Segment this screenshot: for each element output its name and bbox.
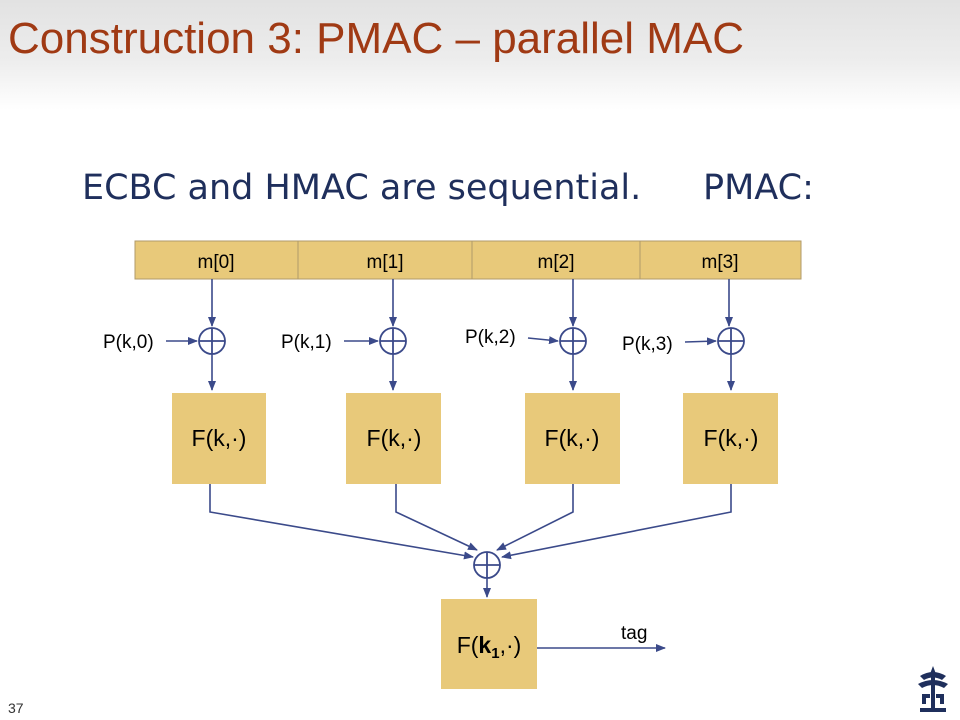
column-1: P(k,1) F(k,·) (281, 279, 441, 484)
message-label-1: m[1] (367, 252, 404, 273)
tag-label: tag (621, 623, 647, 644)
final-prf-box (441, 599, 537, 689)
subtitle-right: PMAC: (703, 168, 814, 208)
final-prf-label: F(k1,·) (457, 632, 522, 662)
slide-title: Construction 3: PMAC – parallel MAC (8, 14, 745, 63)
message-label-3: m[3] (702, 252, 739, 273)
prf-box-3 (683, 393, 778, 484)
message-label-0: m[0] (198, 252, 235, 273)
mask-label-0: P(k,0) (103, 332, 154, 353)
prf-box-0 (172, 393, 266, 484)
message-block-0 (134, 240, 299, 280)
header-band (0, 0, 960, 110)
xor-icon (473, 551, 501, 579)
prf-label-3: F(k,·) (704, 425, 759, 451)
message-row: m[0] m[1] m[2] m[3] (134, 240, 802, 280)
column-0: P(k,0) F(k,·) (103, 279, 266, 484)
combine-lines (209, 484, 732, 560)
message-block-1 (297, 240, 473, 280)
university-logo-icon (918, 666, 948, 712)
prf-label-1: F(k,·) (367, 425, 422, 451)
message-block-3 (639, 240, 802, 280)
prf-box-1 (346, 393, 441, 484)
slide-number: 37 (8, 700, 24, 716)
mask-label-3: P(k,3) (622, 334, 673, 355)
xor-icon (379, 327, 407, 355)
prf-label-0: F(k,·) (192, 425, 247, 451)
column-3: P(k,3) F(k,·) (622, 279, 778, 484)
message-block-2 (471, 240, 641, 280)
column-2: P(k,2) F(k,·) (465, 279, 620, 484)
xor-icon (717, 327, 745, 355)
subtitle-left: ECBC and HMAC are sequential. (82, 168, 642, 208)
prf-box-2 (525, 393, 620, 484)
mask-label-2: P(k,2) (465, 327, 516, 348)
mask-label-1: P(k,1) (281, 332, 332, 353)
message-label-2: m[2] (538, 252, 575, 273)
xor-icon (559, 327, 587, 355)
prf-label-2: F(k,·) (545, 425, 600, 451)
xor-icon (198, 327, 226, 355)
